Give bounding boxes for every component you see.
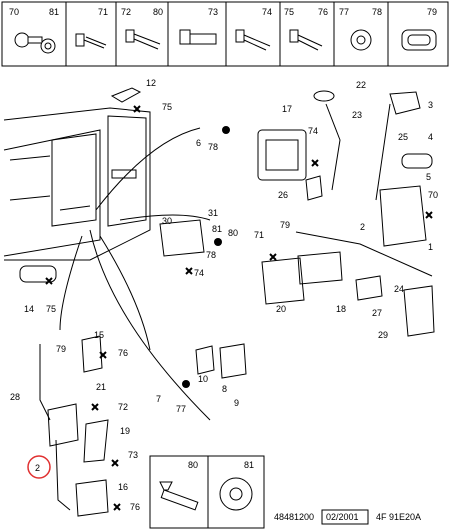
callout-7: 7	[156, 394, 161, 404]
callout-21: 21	[96, 382, 106, 392]
strip-label-75: 75	[284, 7, 294, 17]
washer-icon	[350, 29, 372, 51]
highlighted-callout-2[interactable]: 2	[27, 455, 51, 479]
strip-label-74: 74	[262, 7, 272, 17]
callout-8: 8	[222, 384, 227, 394]
callout-80: 80	[228, 228, 238, 238]
callout-79-b: 79	[56, 344, 66, 354]
callout-19: 19	[120, 426, 130, 436]
callout-26: 26	[278, 190, 288, 200]
screw-icon	[289, 29, 323, 51]
callout-72: 72	[118, 402, 128, 412]
strip-label-71: 71	[98, 7, 108, 17]
highlight-label: 2	[35, 463, 40, 473]
callout-81: 81	[212, 224, 222, 234]
callout-4: 4	[428, 132, 433, 142]
callout-28: 28	[10, 392, 20, 402]
callout-9: 9	[234, 398, 239, 408]
strip-label-73: 73	[208, 7, 218, 17]
callout-73: 73	[128, 450, 138, 460]
strip-label-77: 77	[339, 7, 349, 17]
footer-date: 02/2001	[326, 512, 359, 522]
callout-22: 22	[356, 80, 366, 90]
van-body-outline	[3, 107, 151, 261]
countersunk-bolt-icon	[159, 481, 199, 511]
callout-71: 71	[254, 230, 264, 240]
bolt-icon	[179, 29, 217, 45]
callout-16: 16	[118, 482, 128, 492]
strip-label-81: 81	[49, 7, 59, 17]
callout-20: 20	[276, 304, 286, 314]
strip-label-72: 72	[121, 7, 131, 17]
footer-ref: 48481200	[274, 512, 314, 522]
footer: 48481200 02/2001 4F 91E20A	[274, 509, 421, 525]
screw-icon	[125, 29, 161, 50]
bottom-panel-label-80: 80	[188, 460, 198, 470]
callout-76-b: 76	[130, 502, 140, 512]
callout-75-b: 75	[46, 304, 56, 314]
callout-3: 3	[428, 100, 433, 110]
bottom-panel: 80 81	[159, 460, 254, 511]
callout-74: 74	[308, 126, 318, 136]
callout-2-top: 2	[360, 222, 365, 232]
footer-code: 4F 91E20A	[376, 512, 421, 522]
callout-78-b: 78	[206, 250, 216, 260]
callout-77: 77	[176, 404, 186, 414]
callout-27: 27	[372, 308, 382, 318]
callout-30: 30	[162, 216, 172, 226]
callout-79: 79	[280, 220, 290, 230]
washer-dots	[182, 126, 230, 388]
callout-24: 24	[394, 284, 404, 294]
screw-marks	[45, 105, 433, 511]
callout-5: 5	[426, 172, 431, 182]
callout-75: 75	[162, 102, 172, 112]
callout-31: 31	[208, 208, 218, 218]
callout-23: 23	[352, 110, 362, 120]
callout-29: 29	[378, 330, 388, 340]
strip-fastener-icons	[14, 29, 437, 54]
strip-label-76: 76	[318, 7, 328, 17]
fastener-strip	[1, 1, 449, 67]
callout-70: 70	[428, 190, 438, 200]
callout-18: 18	[336, 304, 346, 314]
callout-1: 1	[428, 242, 433, 252]
screw-icon	[235, 29, 271, 51]
callout-labels: 12 75 22 3 23 25 4 17 6 78 74 5 70 26 30…	[10, 78, 438, 512]
strip-label-79: 79	[427, 7, 437, 17]
footer-date-box	[321, 509, 369, 525]
screw-washer-icon	[14, 32, 56, 54]
callout-74-b: 74	[194, 268, 204, 278]
callout-15: 15	[94, 330, 104, 340]
grommet-icon	[401, 29, 437, 51]
fastener-strip-labels: 70 81 71 72 80 73 74 75 76 77 78 79	[9, 7, 437, 17]
highlight-circle	[27, 455, 51, 479]
callout-6: 6	[196, 138, 201, 148]
callout-10: 10	[198, 374, 208, 384]
serrated-washer-icon	[219, 477, 253, 511]
strip-label-80: 80	[153, 7, 163, 17]
strip-label-78: 78	[372, 7, 382, 17]
callout-25: 25	[398, 132, 408, 142]
callout-12: 12	[146, 78, 156, 88]
callout-17: 17	[282, 104, 292, 114]
parts-outlines	[19, 87, 435, 529]
callout-14: 14	[24, 304, 34, 314]
bottom-panel-label-81: 81	[244, 460, 254, 470]
callout-78: 78	[208, 142, 218, 152]
callout-76: 76	[118, 348, 128, 358]
screw-icon	[75, 33, 107, 49]
strip-label-70: 70	[9, 7, 19, 17]
